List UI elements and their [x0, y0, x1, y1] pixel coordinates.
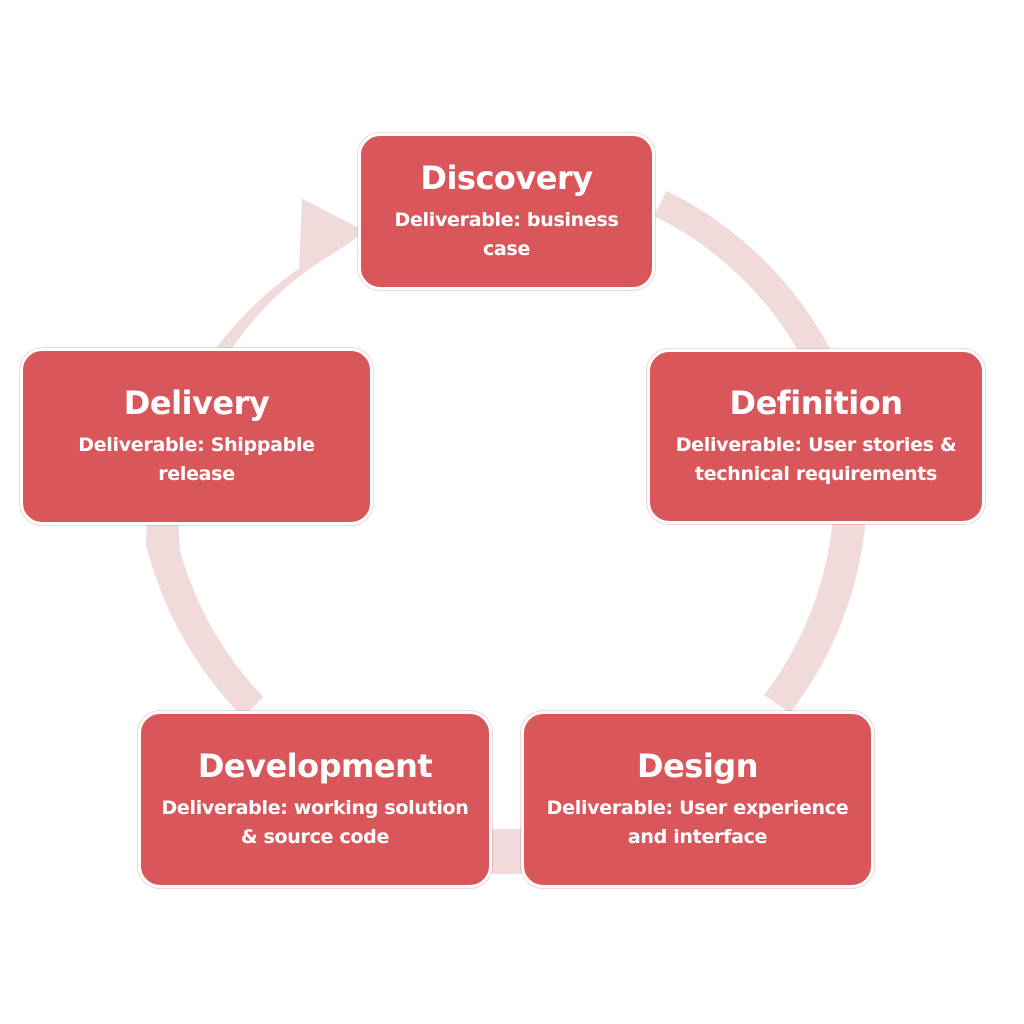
- stage-definition: Definition Deliverable: User stories & t…: [647, 349, 985, 524]
- stage-title: Design: [637, 746, 758, 785]
- stage-deliverable: Deliverable: User stories & technical re…: [675, 434, 957, 485]
- stage-delivery: Delivery Deliverable: Shippable release: [20, 348, 373, 525]
- stage-deliverable: Deliverable: User experience and interfa…: [546, 797, 849, 848]
- stage-deliverable: Deliverable: working solution & source c…: [161, 797, 469, 848]
- stage-deliverable: Deliverable: Shippable release: [78, 434, 315, 485]
- stage-development: Development Deliverable: working solutio…: [138, 711, 492, 888]
- stage-design: Design Deliverable: User experience and …: [521, 711, 874, 888]
- stage-title: Delivery: [123, 383, 270, 422]
- stage-deliverable: Deliverable: business case: [394, 209, 619, 260]
- stage-discovery: Discovery Deliverable: business case: [358, 133, 655, 290]
- cycle-ring: [488, 829, 526, 874]
- cycle-ring: [654, 190, 834, 369]
- stage-title: Definition: [729, 383, 903, 422]
- cycle-ring: [764, 517, 866, 713]
- stage-title: Development: [197, 746, 433, 785]
- stage-title: Discovery: [420, 158, 593, 197]
